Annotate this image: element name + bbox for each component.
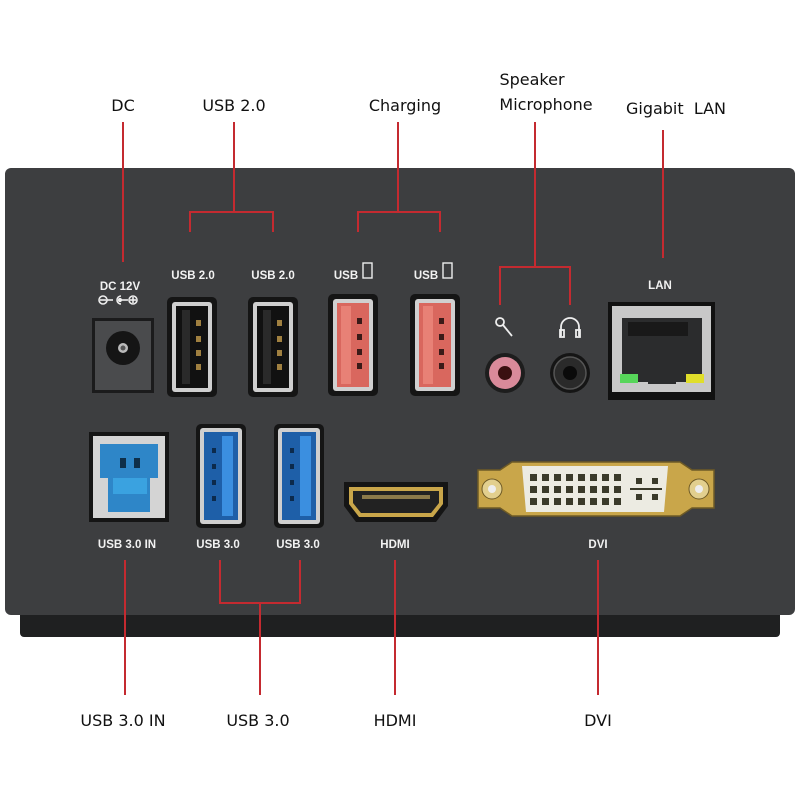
- dvi-pin: [578, 486, 585, 493]
- dvi-pin: [530, 486, 537, 493]
- usb2-port-2[interactable]: [248, 297, 298, 397]
- dvi-pin: [652, 494, 658, 500]
- port-label-hdmi: HDMI: [380, 539, 409, 551]
- dvi-pin: [554, 474, 561, 481]
- dvi-pin: [566, 474, 573, 481]
- dvi-pin: [554, 498, 561, 505]
- callout-speaker: Speaker: [499, 70, 565, 89]
- dvi-pin: [614, 474, 621, 481]
- dvi-pin: [542, 486, 549, 493]
- battery-charge-icon: [362, 262, 373, 279]
- dvi-pin: [566, 486, 573, 493]
- port-label-usb3-in: USB 3.0 IN: [98, 539, 156, 551]
- port-label-charge-b: USB: [414, 270, 438, 282]
- dvi-pin: [542, 498, 549, 505]
- dvi-pin: [554, 486, 561, 493]
- callout-usb3: USB 3.0: [226, 711, 289, 730]
- dvi-pins: [530, 474, 662, 505]
- port-label-usb3-a: USB 3.0: [196, 539, 239, 551]
- port-label-usb3-b: USB 3.0: [276, 539, 319, 551]
- callout-hdmi: HDMI: [374, 711, 417, 730]
- dvi-pin: [590, 474, 597, 481]
- callout-microphone: Microphone: [499, 95, 592, 114]
- port-label-lan: LAN: [648, 280, 672, 292]
- dvi-pin: [602, 498, 609, 505]
- link-led-green: [620, 374, 638, 383]
- callout-usb3-in: USB 3.0 IN: [80, 711, 165, 730]
- dvi-pin: [614, 486, 621, 493]
- dvi-pin: [566, 498, 573, 505]
- microphone-jack[interactable]: [485, 353, 525, 393]
- callout-charging: Charging: [369, 96, 441, 115]
- headphones-icon: [559, 317, 581, 338]
- port-label-dvi: DVI: [588, 539, 607, 551]
- microphone-icon: [495, 317, 513, 337]
- port-label-usb2-a: USB 2.0: [171, 270, 214, 282]
- dvi-ground-blade: [630, 488, 662, 490]
- usb3-port-2[interactable]: [274, 424, 324, 528]
- dvi-pin: [636, 494, 642, 500]
- dvi-pin: [542, 474, 549, 481]
- leader-lines: [122, 122, 664, 695]
- polarity-icon: [98, 295, 138, 305]
- port-label-usb2-b: USB 2.0: [251, 270, 294, 282]
- dvi-port[interactable]: [477, 461, 715, 517]
- usb3-port-1[interactable]: [196, 424, 246, 528]
- dvi-pin: [530, 474, 537, 481]
- ethernet-port[interactable]: [608, 302, 715, 400]
- usb2-port-1[interactable]: [167, 297, 217, 397]
- dvi-pin: [578, 498, 585, 505]
- port-label-charge-a: USB: [334, 270, 358, 282]
- dvi-pin: [614, 498, 621, 505]
- hdmi-port[interactable]: [344, 482, 448, 522]
- dvi-pin: [602, 474, 609, 481]
- dvi-pin: [590, 486, 597, 493]
- activity-led-yellow: [686, 374, 704, 383]
- callout-usb2: USB 2.0: [202, 96, 265, 115]
- dvi-pin: [530, 498, 537, 505]
- dvi-pin: [590, 498, 597, 505]
- dvi-pin: [636, 478, 642, 484]
- battery-charge-icon: [442, 262, 453, 279]
- dvi-pin: [602, 486, 609, 493]
- dc-power-port[interactable]: [92, 318, 154, 393]
- callout-dc: DC: [111, 96, 135, 115]
- callout-dvi: DVI: [584, 711, 612, 730]
- port-label-dc: DC 12V: [100, 281, 141, 293]
- usb3-type-b-port[interactable]: [89, 432, 169, 522]
- dvi-pin: [578, 474, 585, 481]
- speaker-jack[interactable]: [550, 353, 590, 393]
- charging-usb-port-1[interactable]: [328, 294, 378, 396]
- dvi-pin: [652, 478, 658, 484]
- charging-usb-port-2[interactable]: [410, 294, 460, 396]
- callout-lan: Gigabit LAN: [626, 99, 726, 118]
